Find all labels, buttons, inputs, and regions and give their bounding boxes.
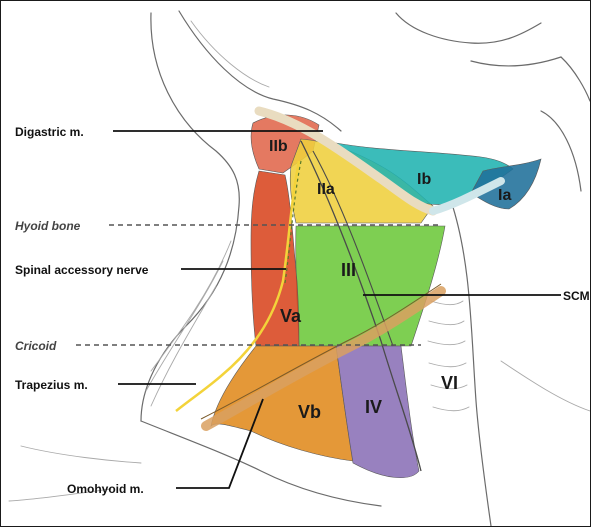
lips-outline — [471, 57, 561, 66]
nose-lip-contour — [396, 13, 541, 43]
posterior-neck-outline — [141, 206, 239, 421]
trapezius-label: Trapezius m. — [15, 378, 88, 392]
back-of-head-outline — [151, 13, 239, 206]
level-Ib-label: Ib — [417, 171, 431, 188]
chin-underside — [541, 111, 581, 191]
omohyoid-label: Omohyoid m. — [67, 482, 144, 496]
level-III-label: III — [341, 260, 356, 280]
level-Va-label: Va — [280, 306, 302, 326]
level-Vb-label: Vb — [298, 402, 321, 422]
level-Vb-region — [211, 346, 353, 461]
level-IV-label: IV — [365, 397, 382, 417]
level-VI-label: VI — [441, 373, 458, 393]
level-IIa-label: IIa — [317, 181, 335, 198]
spinal-accessory-nerve-label: Spinal accessory nerve — [15, 263, 149, 277]
level-III-region — [296, 226, 445, 346]
lymph-node-levels — [211, 115, 541, 478]
front-of-neck-outline — [451, 201, 491, 526]
digastric-label: Digastric m. — [15, 125, 84, 139]
hyoid-bone-label: Hyoid bone — [15, 219, 81, 233]
level-Ia-label: Ia — [498, 187, 511, 204]
scm-label: SCM — [563, 289, 590, 303]
tracheal-rings — [428, 301, 469, 411]
cricoid-label: Cricoid — [15, 339, 57, 353]
chest-contour — [501, 361, 590, 411]
level-IIb-label: IIb — [269, 138, 288, 155]
